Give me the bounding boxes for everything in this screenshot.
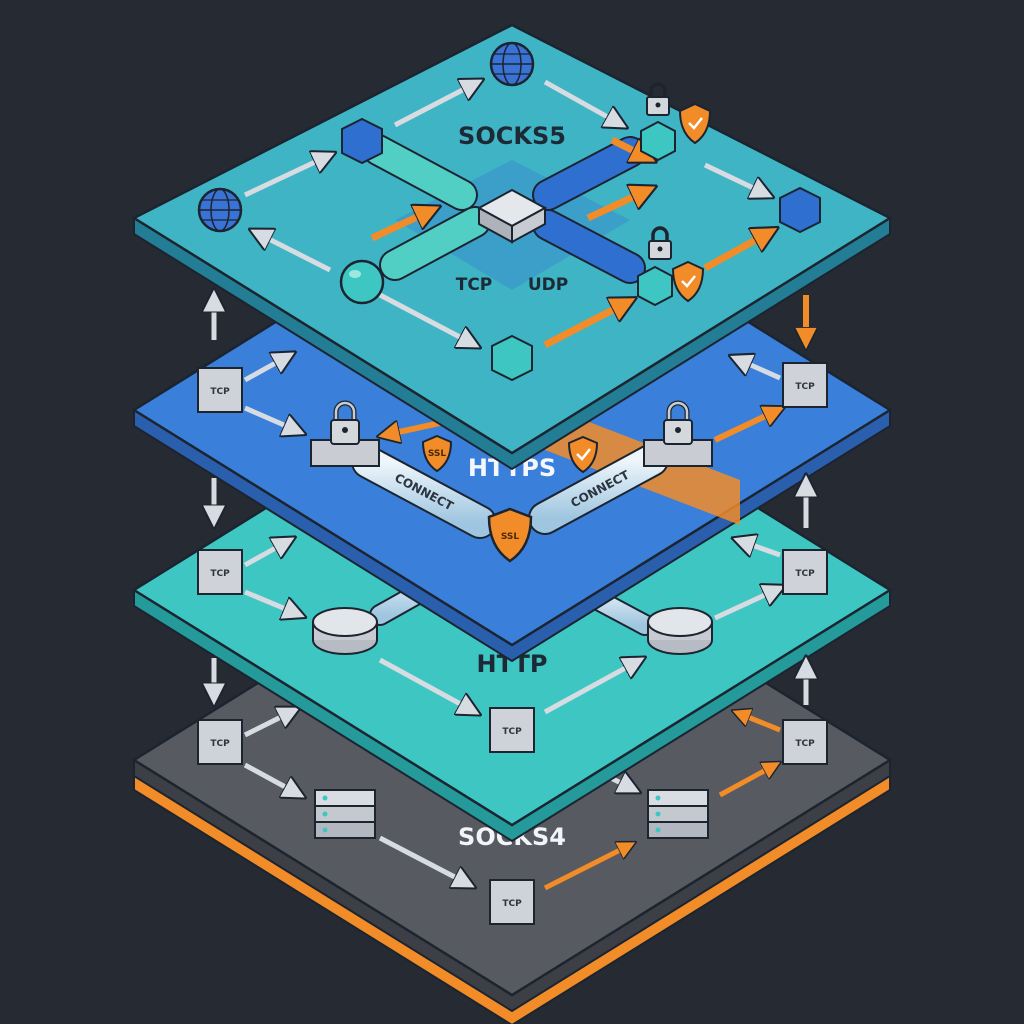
node-cylinder (312, 607, 713, 655)
layer-socks5: SOCKS5 TCP UDP (131, 23, 893, 471)
arrow (243, 82, 768, 345)
globe-icon (489, 41, 535, 87)
tunnel-connect-right: CONNECT (528, 443, 669, 535)
cube-icon: TCP (197, 367, 243, 413)
cube-icon (637, 265, 673, 307)
hub-node (476, 188, 548, 244)
cube-icon: TCP (782, 549, 828, 595)
cube-icon (491, 334, 533, 382)
ssl-badge-label: SSL (501, 532, 520, 542)
cube-icon (779, 186, 821, 234)
socks5-sublabel-tcp: TCP (456, 275, 493, 295)
padlock-icon (648, 226, 672, 260)
padlock-icon (646, 82, 670, 116)
padlock-icon (310, 400, 380, 467)
arrow (243, 355, 782, 432)
cube-icon (341, 117, 383, 165)
arrow (370, 136, 770, 349)
socks5-sublabel-udp: UDP (528, 275, 568, 295)
cube-label: TCP (795, 739, 815, 749)
cube-label: TCP (210, 739, 230, 749)
shield-check-icon (678, 102, 712, 145)
globe-icon (197, 187, 243, 233)
arrow (543, 713, 780, 891)
cube-label: TCP (795, 382, 815, 392)
cube-label: TCP (502, 899, 522, 909)
cube-icon: TCP (782, 362, 828, 408)
cube-label: TCP (795, 569, 815, 579)
server-icon (647, 789, 709, 839)
arrow (385, 410, 778, 440)
cube-icon: TCP (197, 719, 243, 765)
shield-check-icon (671, 260, 705, 303)
cube-icon: TCP (489, 879, 535, 925)
cube-icon: TCP (197, 549, 243, 595)
cube-icon: TCP (489, 707, 535, 753)
ssl-badge-label: SSL (428, 449, 447, 459)
socks5-label: SOCKS5 (458, 122, 566, 150)
server-icon (314, 789, 376, 839)
shield-check-icon (567, 435, 599, 474)
sphere-icon (339, 259, 385, 305)
padlock-icon (643, 400, 713, 467)
cube-label: TCP (502, 727, 522, 737)
arrow (214, 295, 806, 705)
cube-icon (640, 120, 676, 162)
cube-icon: TCP (782, 719, 828, 765)
arrow (243, 540, 780, 712)
cube-label: TCP (210, 569, 230, 579)
ssl-shield-icon: SSL (487, 507, 533, 563)
cube-label: TCP (210, 387, 230, 397)
ssl-shield-icon: SSL (421, 434, 453, 473)
pipe (362, 134, 646, 284)
